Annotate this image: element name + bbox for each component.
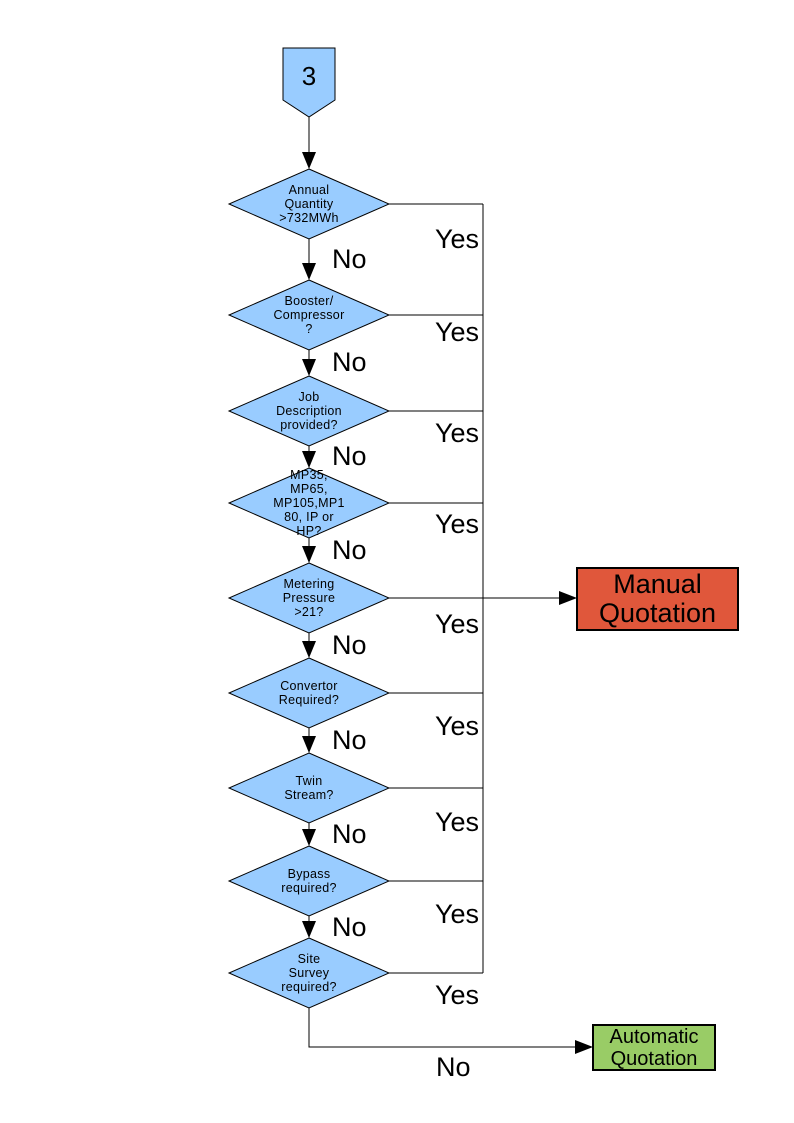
decision-diamond-annual-quantity bbox=[227, 168, 391, 240]
decision-label-annual-quantity: Annual Quantity >732MWh bbox=[279, 183, 339, 225]
decision-label-booster-compressor: Booster/ Compressor ? bbox=[273, 294, 345, 336]
yes-branch-label: Yes bbox=[434, 418, 480, 448]
arrowhead-down bbox=[302, 736, 316, 753]
decision-diamond-booster-compressor bbox=[227, 279, 391, 351]
decision-label-metering-pressure: Metering Pressure >21? bbox=[282, 577, 336, 619]
no-branch-label: No bbox=[332, 725, 367, 755]
decision-diamond-metering-pressure bbox=[227, 562, 391, 634]
yes-branch-label: Yes bbox=[434, 899, 480, 929]
arrowhead-down bbox=[302, 641, 316, 658]
decision-diamond-convertor bbox=[227, 657, 391, 729]
manual-quotation-box-shape bbox=[576, 567, 739, 631]
automatic-quotation-arrow-line bbox=[308, 1008, 576, 1048]
offpage-connector-shape bbox=[282, 47, 336, 118]
no-branch-label: No bbox=[332, 912, 367, 942]
arrowhead-down bbox=[302, 359, 316, 376]
no-branch-label: No bbox=[332, 535, 367, 565]
yes-branch-label: Yes bbox=[434, 807, 480, 837]
arrowhead-right bbox=[559, 591, 577, 605]
yes-branch-label: Yes bbox=[434, 711, 480, 741]
decision-diamond-site-survey bbox=[227, 937, 391, 1009]
arrowhead-down bbox=[302, 829, 316, 846]
decision-diamond-meter-type bbox=[227, 467, 391, 539]
yes-branch-label: Yes bbox=[434, 224, 480, 254]
arrowhead-right bbox=[575, 1040, 593, 1054]
arrowhead-down bbox=[302, 546, 316, 563]
decision-label-meter-type: MP35, MP65, MP105,MP1 80, IP or HP? bbox=[273, 468, 345, 538]
decision-diamond-job-description bbox=[227, 375, 391, 447]
yes-branch-label: Yes bbox=[434, 509, 480, 539]
automatic-quotation-box-shape bbox=[592, 1024, 716, 1071]
decision-label-convertor: Convertor Required? bbox=[278, 679, 340, 707]
no-branch-label: No bbox=[332, 630, 367, 660]
decision-diamond-twin-stream bbox=[227, 752, 391, 824]
arrowhead-down bbox=[302, 152, 316, 169]
no-branch-label: No bbox=[332, 441, 367, 471]
decision-label-job-description: Job Description provided? bbox=[276, 390, 342, 432]
decision-label-twin-stream: Twin Stream? bbox=[284, 774, 334, 802]
yes-branch-label: Yes bbox=[434, 609, 480, 639]
decision-diamond-bypass bbox=[227, 845, 391, 917]
no-branch-label: No bbox=[332, 244, 367, 274]
arrowhead-down bbox=[302, 921, 316, 938]
arrowhead-down bbox=[302, 263, 316, 280]
arrowhead-down bbox=[302, 451, 316, 468]
automatic-quotation-label: Automatic Quotation bbox=[609, 1025, 699, 1070]
offpage-connector-label: 3 bbox=[301, 60, 317, 91]
no-branch-label: No bbox=[332, 347, 367, 377]
decision-label-bypass: Bypass required? bbox=[281, 867, 337, 895]
yes-branch-label: Yes bbox=[434, 980, 480, 1010]
yes-branch-label: Yes bbox=[434, 317, 480, 347]
decision-label-site-survey: Site Survey required? bbox=[281, 952, 337, 994]
no-branch-label: No bbox=[332, 819, 367, 849]
manual-quotation-label: Manual Quotation bbox=[598, 569, 717, 628]
no-branch-label: No bbox=[436, 1052, 471, 1082]
